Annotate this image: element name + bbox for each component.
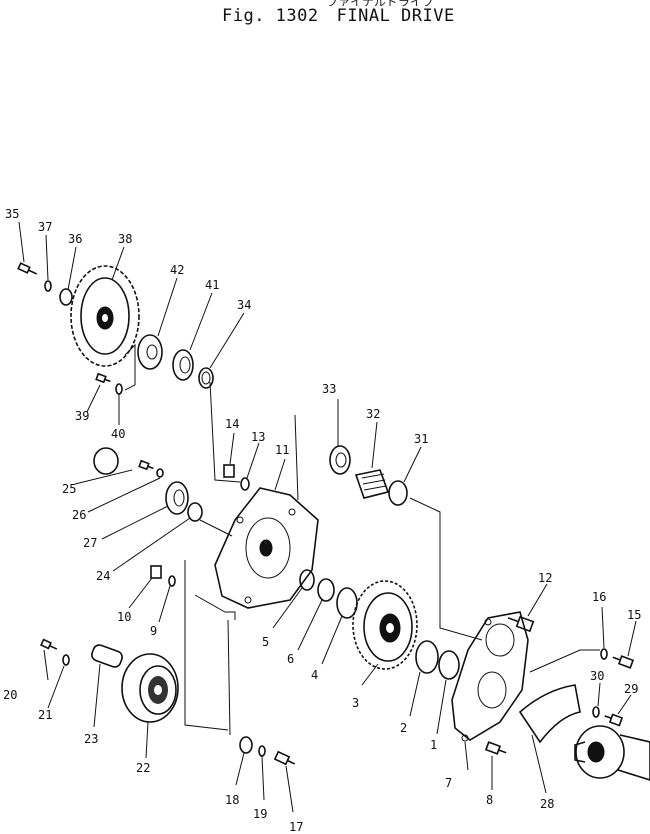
callout-20: 20	[3, 688, 17, 702]
callout-32: 32	[366, 407, 380, 421]
figure-name: FINAL DRIVE	[336, 6, 455, 26]
callout-6: 6	[287, 652, 294, 666]
callout-34: 34	[237, 298, 251, 312]
callout-30: 30	[590, 669, 604, 683]
callout-40: 40	[111, 427, 125, 441]
callout-36: 36	[68, 232, 82, 246]
callout-35: 35	[5, 207, 19, 221]
japanese-subtitle: ファイナルドライブ	[300, 0, 460, 6]
callout-8: 8	[486, 793, 493, 807]
callout-16: 16	[592, 590, 606, 604]
callout-2: 2	[400, 721, 407, 735]
callout-5: 5	[262, 635, 269, 649]
callout-33: 33	[322, 382, 336, 396]
callout-17: 17	[289, 820, 303, 834]
callout-9: 9	[150, 624, 157, 638]
gear-train	[299, 445, 483, 680]
callout-24: 24	[96, 569, 110, 583]
callout-41: 41	[205, 278, 219, 292]
callout-11: 11	[275, 443, 289, 457]
callout-labels: 35 37 36 38 42 41 34 39 40 14 13 11 33 3…	[3, 207, 641, 834]
callout-38: 38	[118, 232, 132, 246]
callout-3: 3	[352, 696, 359, 710]
callout-42: 42	[170, 263, 184, 277]
callout-18: 18	[225, 793, 239, 807]
figure-title: Fig. 1302 FINAL DRIVE	[222, 6, 473, 26]
callout-26: 26	[72, 508, 86, 522]
callout-37: 37	[38, 220, 52, 234]
gearcase-housing	[40, 381, 319, 766]
callout-39: 39	[75, 409, 89, 423]
figure-number: Fig. 1302	[222, 6, 319, 26]
callout-12: 12	[538, 571, 552, 585]
callout-1: 1	[430, 738, 437, 752]
callout-13: 13	[251, 430, 265, 444]
callout-29: 29	[624, 682, 638, 696]
callout-23: 23	[84, 732, 98, 746]
callout-31: 31	[414, 432, 428, 446]
callout-27: 27	[83, 536, 97, 550]
callout-15: 15	[627, 608, 641, 622]
callout-25: 25	[62, 482, 76, 496]
callout-28: 28	[540, 797, 554, 811]
cover-and-axle	[451, 611, 650, 781]
callout-7: 7	[445, 776, 452, 790]
callout-10: 10	[117, 610, 131, 624]
callout-22: 22	[136, 761, 150, 775]
callout-19: 19	[253, 807, 267, 821]
callout-21: 21	[38, 708, 52, 722]
callout-14: 14	[225, 417, 239, 431]
callout-4: 4	[311, 668, 318, 682]
sprocket-assembly	[17, 262, 214, 395]
